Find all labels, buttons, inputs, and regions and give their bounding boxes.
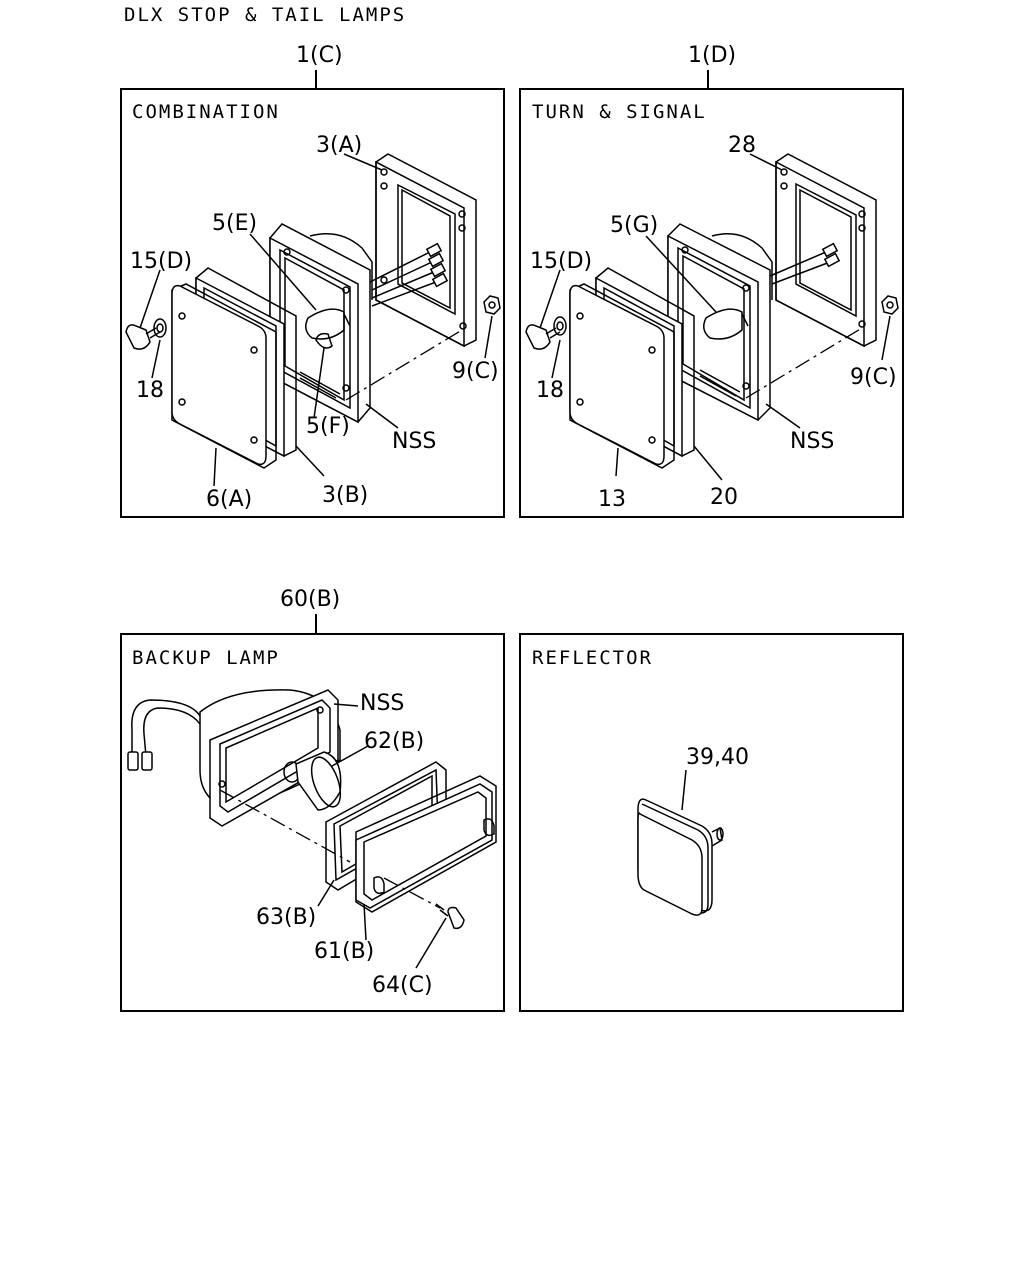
callout: 5(F) xyxy=(306,414,350,439)
panel-frame xyxy=(120,88,505,518)
panel-ref-label: 1(C) xyxy=(296,43,343,68)
reflector-39-40 xyxy=(637,798,724,916)
screw-64c xyxy=(435,903,465,930)
lamp-housing xyxy=(199,689,341,827)
panel-frame xyxy=(519,633,904,1012)
lamp-housing xyxy=(269,223,373,424)
nut-9c xyxy=(881,295,899,315)
panel-title: COMBINATION xyxy=(132,101,280,123)
assembly-center-line xyxy=(745,327,863,399)
callout: 18 xyxy=(136,378,164,403)
callout: 39,40 xyxy=(686,745,749,770)
callout: 18 xyxy=(536,378,564,403)
washer-18 xyxy=(553,316,567,336)
panel-title: TURN & SIGNAL xyxy=(532,101,707,123)
leader-lines xyxy=(539,153,891,481)
callout: NSS xyxy=(392,429,436,454)
callout: 15(D) xyxy=(130,249,192,274)
callout: 3(B) xyxy=(322,483,368,508)
panel-combination: 1(C) COMBINATION xyxy=(120,43,505,518)
bulb-62b xyxy=(283,751,342,811)
panel-turn-signal: 1(D) TURN & SIGNAL xyxy=(519,43,904,518)
panel-frame xyxy=(120,633,505,1012)
panel-ref-label: 1(D) xyxy=(688,43,736,68)
panel-reflector: REFLECTOR 39,40 xyxy=(519,633,904,1012)
lens xyxy=(171,283,277,469)
callout: 9(C) xyxy=(452,359,499,384)
callout: 61(B) xyxy=(314,939,374,964)
page-title: DLX STOP & TAIL LAMPS xyxy=(124,4,406,26)
panel-title: REFLECTOR xyxy=(532,647,653,669)
callout: 5(G) xyxy=(610,213,658,238)
lamp-housing xyxy=(667,223,773,422)
callout: 15(D) xyxy=(530,249,592,274)
wire-harness xyxy=(769,242,841,285)
wire-pigtail xyxy=(127,699,201,771)
callout: 63(B) xyxy=(256,905,316,930)
callout: 64(C) xyxy=(372,973,433,998)
bulb-5g xyxy=(703,308,749,340)
callout: NSS xyxy=(790,429,834,454)
lens-61b xyxy=(355,775,497,913)
callout: 28 xyxy=(728,133,756,158)
callout: 9(C) xyxy=(850,365,897,390)
rear-gasket xyxy=(375,153,477,348)
assembly-center-line xyxy=(219,789,351,863)
leader-lines xyxy=(139,153,493,487)
bulb-5e xyxy=(305,308,351,340)
panel-backup-lamp: 60(B) BACKUP LAMP xyxy=(120,587,505,1012)
callout: 13 xyxy=(598,487,626,512)
panel-frame xyxy=(519,88,904,518)
nut-9c xyxy=(483,295,501,315)
wire-harness xyxy=(369,242,449,307)
assembly-center-line xyxy=(383,877,441,909)
washer-18 xyxy=(153,318,167,338)
callout: 6(A) xyxy=(206,487,252,512)
callout: 5(E) xyxy=(212,211,257,236)
assembly-center-line xyxy=(345,329,463,401)
callout: NSS xyxy=(360,691,404,716)
callout: 3(A) xyxy=(316,133,362,158)
panel-title: BACKUP LAMP xyxy=(132,647,280,669)
leader-lines xyxy=(317,703,447,969)
callout: 62(B) xyxy=(364,729,424,754)
callout: 20 xyxy=(710,485,738,510)
screw-15d xyxy=(125,324,161,350)
leader-line xyxy=(681,769,687,811)
panel-ref-label: 60(B) xyxy=(280,587,340,612)
lens xyxy=(569,283,675,469)
bulb-5f xyxy=(315,332,333,349)
rear-gasket xyxy=(775,153,877,348)
